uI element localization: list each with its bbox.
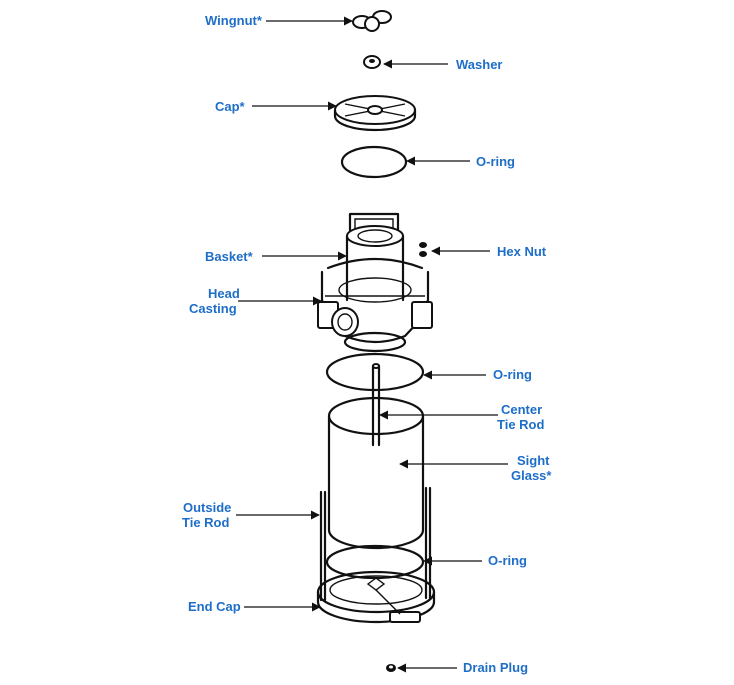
basket-part [345,212,405,302]
outside-tie-rod-part [319,486,432,602]
head-casting-part [317,257,433,353]
oring-bottom-part [325,544,425,580]
label-end-cap: End Cap [188,599,241,614]
label-hex-nut: Hex Nut [497,244,547,259]
wingnut-part [352,10,392,32]
washer-part [363,55,381,69]
label-outside-tie-rod-line2: Tie Rod [182,515,229,530]
label-basket: Basket* [205,249,254,264]
sight-glass-part [327,396,425,550]
oring-top-part [340,145,408,179]
cap-part [333,95,417,132]
label-center-tie-rod-line1: Center [501,402,542,417]
label-sight-glass-line2: Glass* [511,468,552,483]
label-outside-tie-rod-line1: Outside [183,500,231,515]
leader-lines [236,16,508,673]
center-tie-rod-part [371,363,381,447]
drain-plug-part [386,664,396,672]
label-head-casting-line2: Casting [189,301,237,316]
label-cap: Cap* [215,99,246,114]
hex-nut-part [419,242,427,257]
label-oring-top: O-ring [476,154,515,169]
label-drain-plug: Drain Plug [463,660,528,675]
label-washer: Washer [456,57,502,72]
label-head-casting-line1: Head [208,286,240,301]
oring-mid-part [325,352,425,392]
label-oring-mid: O-ring [493,367,532,382]
label-oring-bottom: O-ring [488,553,527,568]
end-cap-part [316,570,436,624]
label-sight-glass-line1: Sight [517,453,550,468]
label-center-tie-rod-line2: Tie Rod [497,417,544,432]
label-wingnut: Wingnut* [205,13,263,28]
